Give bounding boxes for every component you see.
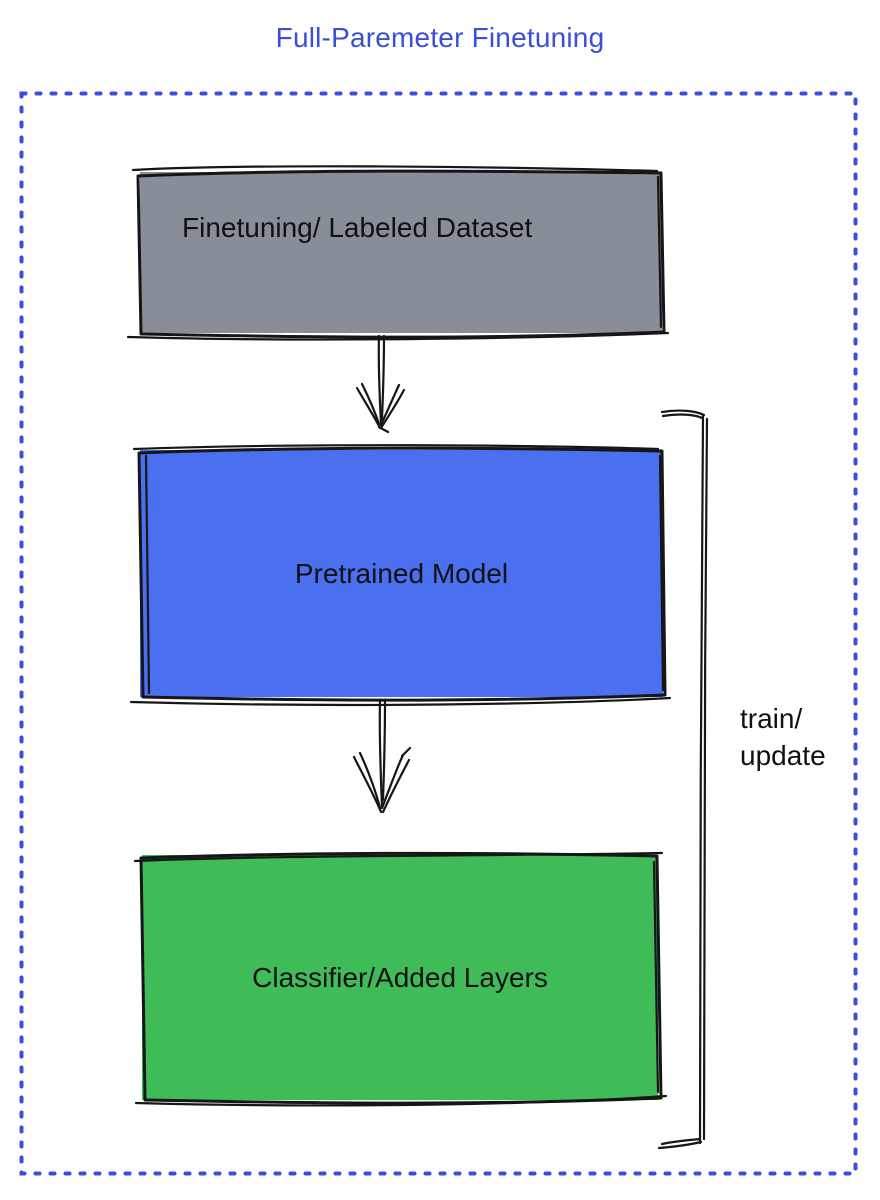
- classifier-added-layers-box: Classifier/Added Layers: [142, 855, 658, 1100]
- finetuning-dataset-box: Finetuning/ Labeled Dataset: [140, 172, 662, 333]
- diagram-title: Full-Paremeter Finetuning: [275, 22, 605, 53]
- train-update-bracket-icon: [657, 409, 709, 1150]
- arrow-down-2-icon: [352, 698, 412, 814]
- finetuning-dataset-label: Finetuning/ Labeled Dataset: [182, 212, 533, 243]
- arrow-down-1-icon: [355, 334, 406, 434]
- train-update-line1: train/: [740, 703, 803, 734]
- train-update-label: train/ update: [740, 700, 826, 774]
- pretrained-model-label: Pretrained Model: [294, 557, 509, 589]
- classifier-added-layers-label: Classifier/Added Layers: [252, 961, 548, 993]
- train-update-line2: update: [740, 740, 826, 771]
- pretrained-model-box: Pretrained Model: [140, 450, 663, 697]
